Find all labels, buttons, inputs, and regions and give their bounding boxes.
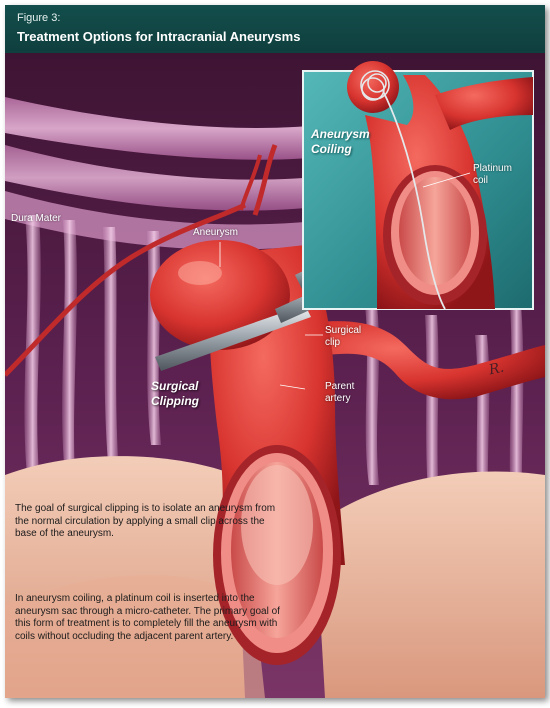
- label-dura-mater: Dura Mater: [11, 213, 62, 224]
- label-aneurysm: Aneurysm: [193, 227, 239, 238]
- figure-header: Figure 3: Treatment Options for Intracra…: [5, 5, 545, 53]
- label-surgical-clip: Surgical clip: [325, 325, 362, 348]
- technique-clipping-label: Surgical Clipping: [151, 379, 199, 408]
- description-coiling: In aneurysm coiling, a platinum coil is …: [15, 593, 280, 642]
- figure-number: Figure 3:: [17, 12, 61, 24]
- artist-signature: R.: [487, 359, 506, 379]
- label-parent-artery: Parent artery: [325, 381, 355, 404]
- platinum-coil-illustration: [360, 70, 446, 310]
- figure-title: Treatment Options for Intracranial Aneur…: [17, 29, 301, 44]
- label-platinum-coil: Platinum coil: [473, 163, 512, 186]
- illustration: [5, 53, 545, 698]
- technique-coiling-label: Aneurysm Coiling: [311, 127, 370, 156]
- description-clipping: The goal of surgical clipping is to isol…: [15, 503, 276, 539]
- figure-panel: Figure 3: Treatment Options for Intracra…: [5, 5, 545, 698]
